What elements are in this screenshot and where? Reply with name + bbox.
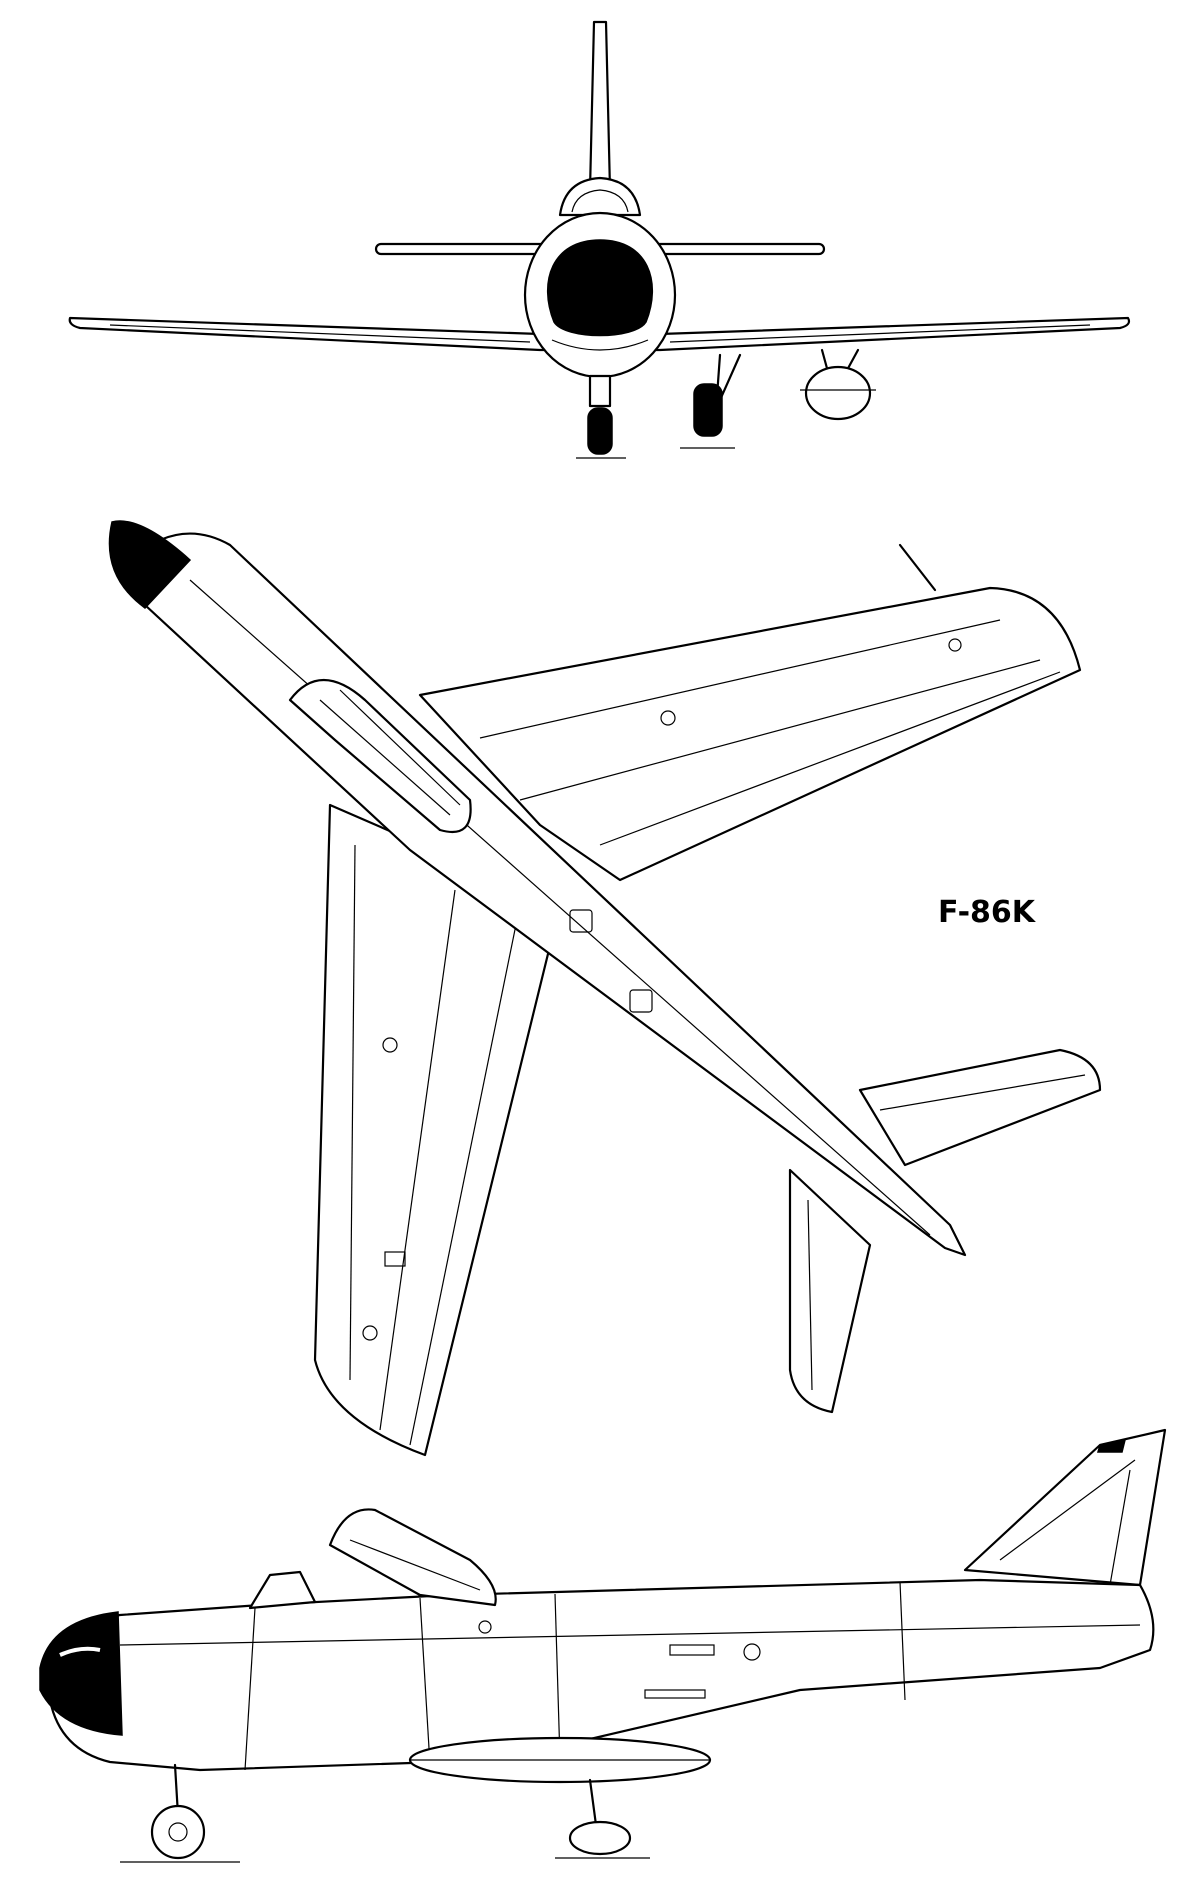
front-view-main-wheel [693, 383, 723, 437]
front-view-canopy [558, 176, 642, 217]
side-view-radome [39, 1611, 123, 1736]
front-view-nose-gear-strut [588, 374, 612, 408]
front-view-fin [588, 20, 612, 192]
top-view-left-wing [313, 803, 562, 1457]
front-view-drop-tank [804, 365, 872, 421]
top-view-right-wing [418, 586, 1082, 882]
top-view-pitot [898, 543, 937, 592]
top-view-left-stabilizer [788, 1168, 872, 1414]
side-view-fin [963, 1428, 1167, 1587]
aircraft-model-label: F-86K [938, 895, 1037, 930]
side-view-open-canopy [328, 1508, 497, 1607]
side-view-main-wheel [568, 1820, 632, 1856]
side-view-nose-wheel [150, 1804, 206, 1860]
top-view-right-stabilizer [858, 1048, 1102, 1167]
front-view [68, 20, 1131, 459]
side-view-windscreen [248, 1570, 317, 1610]
top-view [108, 520, 1102, 1457]
front-view-intake [546, 239, 654, 337]
side-view [39, 1428, 1167, 1863]
top-view-radome [108, 520, 192, 609]
front-view-nose-wheel [587, 407, 613, 455]
